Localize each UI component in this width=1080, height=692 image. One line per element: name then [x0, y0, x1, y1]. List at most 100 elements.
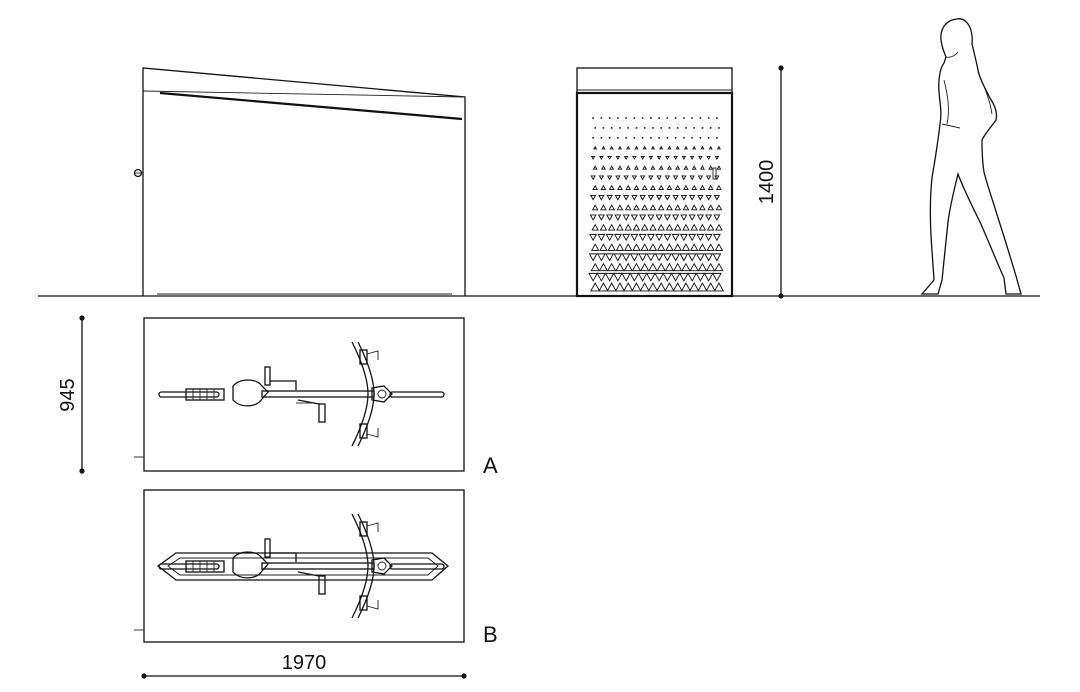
perforation-triangle	[696, 233, 705, 242]
perforation-triangle	[693, 127, 695, 129]
perforation-triangle	[597, 214, 605, 221]
perforation-triangle	[638, 253, 648, 262]
height-dimension-bottom-dot	[778, 293, 784, 299]
perforation-triangle	[690, 204, 698, 211]
perforation-triangle	[671, 253, 681, 262]
perforation-triangle	[650, 117, 652, 119]
perforation-triangle	[642, 165, 648, 170]
side-outline	[142, 67, 466, 296]
perforation-triangle	[666, 165, 672, 170]
perforation-triangle	[672, 194, 679, 201]
perforation-triangle	[683, 165, 689, 170]
perforation-triangle	[663, 214, 671, 221]
perforation-triangle	[590, 175, 596, 181]
perforation-triangle	[633, 204, 640, 211]
perforation-triangle	[716, 145, 721, 150]
perforation-triangle	[711, 272, 722, 282]
perforation-triangle	[658, 117, 660, 119]
perforation-triangle	[619, 127, 621, 129]
perforation-triangle	[689, 262, 699, 272]
perforation-triangle	[613, 233, 622, 242]
perforation-triangle	[698, 243, 707, 251]
perforation-triangle	[689, 243, 699, 251]
perforation-triangle	[608, 204, 616, 211]
perforation-triangle	[589, 214, 597, 221]
perforation-triangle	[695, 272, 706, 282]
perforation-triangle	[709, 127, 712, 129]
perforation-triangle	[607, 262, 617, 272]
perforation-triangle	[706, 223, 715, 231]
perforation-triangle	[622, 194, 630, 201]
perforation-triangle	[629, 272, 640, 282]
height-dimension: 1400	[756, 65, 784, 299]
perforation-triangle	[681, 175, 687, 181]
width-dimension-right-dot	[461, 673, 467, 679]
perforation-triangle	[707, 184, 714, 190]
perforation-triangle	[598, 194, 605, 201]
perforation-triangle	[666, 117, 669, 119]
perforation-triangle	[706, 155, 711, 161]
perforation-triangle	[707, 137, 710, 139]
perforation-triangle	[634, 145, 639, 150]
front-outline	[576, 67, 733, 297]
perforation-triangle	[645, 272, 656, 282]
perforation-triangle	[664, 282, 675, 292]
perforation-triangle	[599, 155, 604, 161]
perforation-triangle	[640, 223, 649, 231]
perforation-triangle	[689, 282, 700, 292]
perforation-triangle	[656, 282, 667, 292]
perforation-triangle	[679, 253, 689, 262]
perforation-triangle	[660, 127, 662, 129]
perforation-triangle	[658, 184, 665, 190]
perforation-triangle	[698, 155, 703, 161]
depth-dimension-bottom-dot	[79, 468, 85, 474]
perforation-triangle	[647, 194, 655, 201]
perforation-triangle	[715, 204, 723, 211]
perforation-triangle	[625, 165, 631, 170]
perforation-triangle	[640, 262, 650, 272]
perforation-triangle	[649, 204, 657, 211]
perforation-triangle	[666, 204, 673, 211]
perforation-triangle	[615, 262, 625, 272]
perforation-triangle	[705, 194, 712, 201]
perforation-triangle	[631, 282, 642, 292]
plan-b-tray-inner	[167, 557, 439, 576]
perforation-triangle	[593, 145, 598, 150]
perforation-triangle	[624, 223, 632, 231]
perforation-triangle	[665, 155, 670, 161]
perforation-triangle	[685, 127, 687, 129]
bicycle-icon	[158, 341, 445, 447]
plan-view-b: B	[134, 489, 498, 647]
perforation-triangle	[697, 282, 708, 292]
perforation-triangle	[597, 233, 606, 242]
perforation-triangle	[647, 214, 655, 221]
perforation-triangle	[608, 184, 615, 190]
perforation-triangle	[649, 223, 657, 231]
perforation-triangle	[656, 175, 662, 181]
perforation-triangle	[591, 204, 599, 211]
perforation-triangle	[672, 175, 679, 181]
perforation-triangle	[633, 184, 640, 190]
perforation-triangle	[604, 272, 615, 282]
perforation-triangle	[592, 165, 598, 170]
perforation-triangle	[607, 223, 616, 231]
perforation-triangle	[600, 204, 607, 211]
perforation-triangle	[592, 137, 594, 139]
plan-b-tray	[156, 552, 450, 581]
bicycle-top-view-b	[158, 513, 445, 619]
perforation-triangle	[667, 145, 672, 150]
perforation-triangle	[625, 117, 627, 119]
perforation-triangle	[648, 243, 658, 251]
perforation-triangle	[637, 272, 648, 282]
perforation-triangle	[642, 145, 647, 150]
perforation-triangle	[641, 137, 644, 139]
perforation-triangle	[675, 145, 680, 150]
perforation-triangle	[714, 262, 724, 272]
perforation-triangle	[674, 117, 677, 119]
perforation-triangle	[704, 253, 714, 262]
perforation-triangle	[608, 137, 611, 139]
perforation-triangle	[668, 127, 671, 129]
perforation-triangle	[613, 253, 623, 262]
perforation-triangle	[673, 262, 683, 272]
perforation-triangle	[655, 214, 663, 221]
